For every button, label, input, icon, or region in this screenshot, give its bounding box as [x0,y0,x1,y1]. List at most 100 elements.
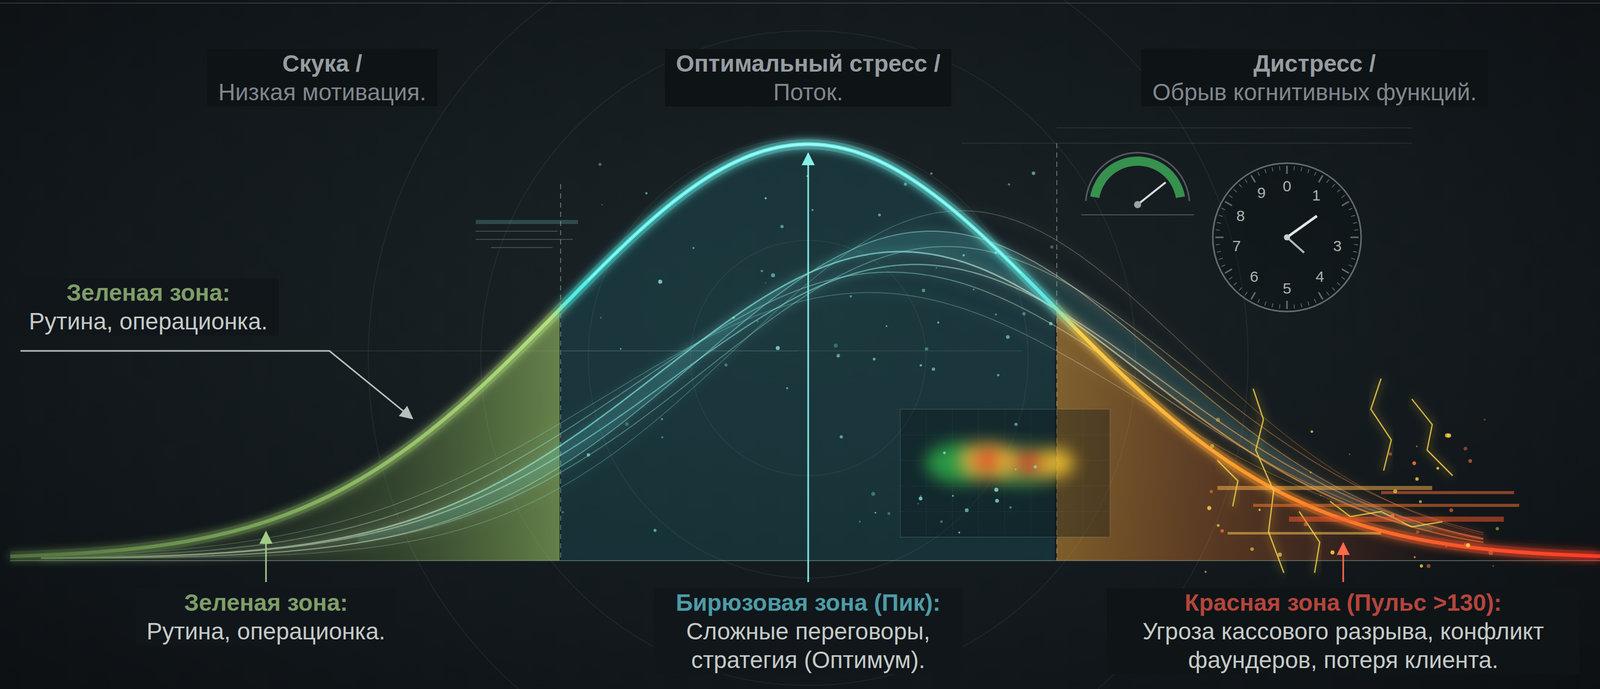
decor-shape [1250,547,1254,551]
decor-shape [1225,201,1233,206]
decor-shape [900,409,1110,538]
decor-shape [660,436,663,439]
decor-shape [1286,237,1305,253]
decor-shape [756,320,759,323]
decor-shape [1348,208,1353,210]
decor-shape [1279,304,1281,309]
decor-shape [1492,565,1495,567]
decor-shape [1210,443,1215,449]
decor-shape [1388,452,1392,456]
decor-shape [871,492,876,497]
decor-shape [1341,269,1349,274]
decor-shape [836,353,841,358]
decor-shape [1216,222,1221,224]
decor-shape [1381,491,1515,495]
decor-shape [586,453,591,457]
decor-shape [994,251,997,255]
decor-shape [1319,494,1322,497]
decor-shape [1251,292,1256,300]
decor-shape [601,203,603,206]
decor-shape [900,511,1110,513]
decor-shape [858,520,861,523]
decor-shape [1300,167,1302,172]
decor-shape [764,281,767,284]
decor-shape [1221,264,1226,267]
decor-shape [1031,171,1036,175]
decor-shape [1090,156,1185,198]
decor-shape [692,247,695,250]
decor-shape [964,508,969,513]
decor-shape [1218,258,1224,260]
zone-heading: Дистресс / [1152,49,1477,78]
decor-shape [1209,490,1213,494]
decor-shape [924,347,928,351]
decor-shape [1330,550,1335,555]
decor-shape [961,142,1412,144]
zone-heading: Красная зона (Пульс >130): [1118,588,1569,617]
decor-shape [1217,485,1433,491]
decor-shape [598,162,602,166]
decor-shape [475,219,579,225]
decor-shape [1351,258,1356,260]
decor-shape [588,144,1021,281]
decor-shape [1215,417,1220,422]
decor-shape [926,409,927,538]
decor-shape [943,451,946,455]
decor-shape [625,421,629,426]
decor-shape [931,367,936,371]
decor-shape [1229,195,1233,198]
decor-shape [1258,508,1261,511]
decor-shape [962,254,966,257]
decor-shape [1483,418,1486,421]
decor-shape [1318,175,1323,183]
decor-shape [1049,322,1053,326]
decor-shape [937,321,940,324]
decor-shape [1207,505,1212,510]
decor-shape [1272,303,1274,308]
decor-shape [874,512,877,514]
clock-digit: 5 [1282,280,1292,297]
zone-description: Низкая мотивация. [218,77,427,107]
decor-shape [1390,514,1395,519]
decor-shape [1307,301,1309,306]
decor-shape [839,435,843,439]
decor-shape [491,247,553,249]
decor-shape [1307,169,1309,174]
decor-shape [1014,422,1018,426]
decor-shape [1218,215,1224,217]
decor-shape [0,2,1600,4]
decor-shape [1309,471,1312,474]
decor-shape [1277,552,1282,557]
decor-shape [780,225,784,229]
decor-shape [964,442,1016,478]
clock-digit: 7 [1232,237,1241,255]
decor-shape [1449,508,1454,513]
decor-shape [1310,430,1314,433]
decor-shape [872,357,876,361]
decor-shape [900,485,1110,487]
decor-shape [1251,175,1256,183]
decor-shape [1495,526,1500,531]
clock-digit: 8 [1236,207,1246,225]
zone-description: Сложные переговоры, стратегия (Оптимум). [664,616,952,675]
decor-shape [1415,477,1419,481]
decor-shape [1488,550,1494,556]
decor-shape [731,316,735,319]
clock-digit: 1 [1312,187,1321,204]
decor-shape [1318,292,1323,300]
clock-digit: 9 [1257,184,1266,202]
decor-shape [1426,564,1431,569]
decor-shape [1220,529,1225,533]
decor-shape [1279,166,1281,171]
decor-shape [919,364,923,367]
decor-shape [1022,312,1027,316]
decor-shape [1341,195,1345,198]
decor-shape [994,498,999,503]
decor-shape [1245,292,1248,296]
decor-shape [1272,167,1274,172]
decor-shape [1233,189,1237,192]
decor-shape [878,213,881,216]
decor-shape [940,520,943,523]
decor-shape [972,449,1002,472]
